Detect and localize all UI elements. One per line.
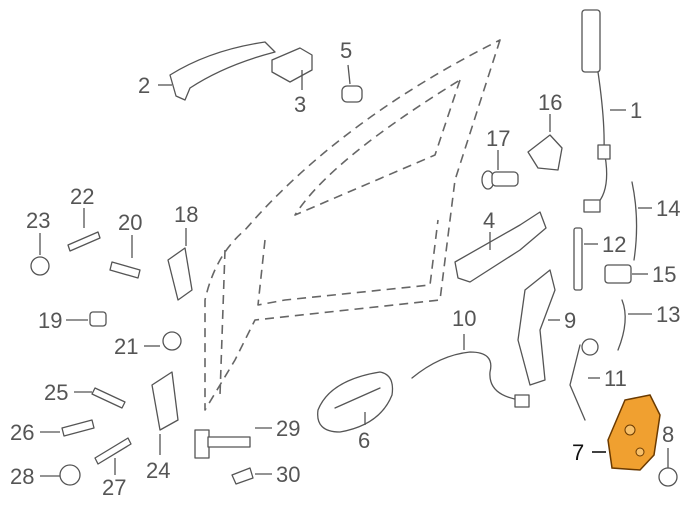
callout-24: 24: [146, 458, 170, 483]
part-11-rod: [569, 338, 599, 421]
callout-20: 20: [118, 210, 142, 235]
part-10-cable: [411, 351, 530, 408]
callout-16: 16: [538, 90, 562, 115]
callout-3: 3: [294, 92, 306, 117]
part-7-door-latch: [607, 394, 661, 471]
callout-6: 6: [358, 428, 370, 453]
callout-10: 10: [452, 306, 476, 331]
callout-8: 8: [662, 422, 674, 447]
part-12-rod: [573, 227, 583, 291]
part-13-rod: [617, 299, 626, 351]
callout-15: 15: [652, 262, 676, 287]
callout-27: 27: [102, 475, 126, 500]
part-24-hinge: [151, 371, 179, 431]
part-29-check-strap: [194, 429, 251, 459]
fastener-26: [61, 419, 95, 437]
callout-19: 19: [38, 308, 62, 333]
fastener-19: [89, 311, 107, 327]
callout-14: 14: [656, 196, 680, 221]
part-9-latch-arm: [517, 269, 556, 386]
part-8-screw: [658, 448, 678, 487]
part-15-clip: [604, 264, 632, 284]
callout-29: 29: [276, 416, 300, 441]
callout-12: 12: [602, 232, 626, 257]
part-2-outside-handle: [169, 41, 276, 101]
fastener-20: [109, 261, 141, 279]
callout-1: 1: [630, 98, 642, 123]
leader-lines: [39, 64, 652, 477]
callout-30: 30: [276, 462, 300, 487]
part-6-inside-handle: [317, 371, 394, 433]
callout-11: 11: [604, 366, 627, 391]
callout-2: 2: [138, 73, 150, 98]
part-5-plug: [341, 85, 363, 103]
fastener-22: [67, 231, 101, 252]
part-18-hinge: [167, 247, 193, 301]
part-4-bracket: [454, 211, 547, 283]
callout-5: 5: [340, 38, 352, 63]
fastener-23: [30, 256, 50, 276]
callout-25: 25: [44, 380, 68, 405]
part-14-rod: [631, 181, 638, 261]
callout-13: 13: [656, 302, 680, 327]
callout-7: 7: [572, 440, 584, 465]
callout-26: 26: [10, 420, 34, 445]
callout-18: 18: [174, 202, 198, 227]
part-1-latch-cable: [581, 9, 611, 213]
callout-23: 23: [26, 208, 50, 233]
part-16-bracket: [527, 134, 563, 171]
fastener-30: [231, 467, 254, 485]
callout-21: 21: [114, 334, 138, 359]
callout-28: 28: [10, 464, 34, 489]
callout-9: 9: [564, 308, 576, 333]
callout-4: 4: [483, 208, 495, 233]
part-3-handle-bracket: [271, 47, 313, 83]
fastener-28: [59, 464, 81, 486]
callout-labels: 1 2 3 4 5 6 7 8 9 10 11 12 13 14 15 16 1…: [10, 38, 680, 500]
callout-22: 22: [70, 184, 94, 209]
fastener-25: [91, 387, 126, 409]
fastener-21: [162, 331, 182, 351]
fastener-27: [94, 437, 132, 465]
door-outline: [204, 39, 501, 411]
part-17-pin: [481, 170, 519, 190]
callout-17: 17: [486, 126, 510, 151]
